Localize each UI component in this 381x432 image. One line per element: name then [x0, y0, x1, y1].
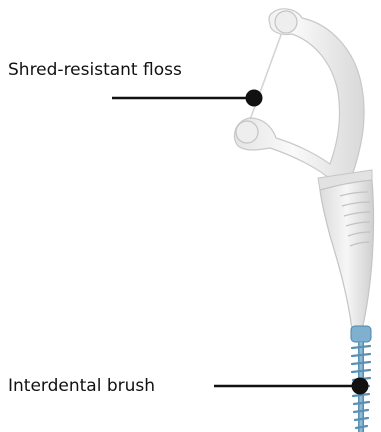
brush-callout-dot	[352, 378, 369, 395]
floss-callout-dot	[246, 90, 263, 107]
brush-callout-label: Interdental brush	[8, 376, 155, 396]
floss-string	[247, 24, 285, 128]
upper-floss-post	[275, 11, 297, 33]
floss-callout-label: Shred-resistant floss	[8, 60, 182, 80]
brush-collar	[351, 326, 371, 342]
lower-floss-post	[236, 121, 258, 143]
